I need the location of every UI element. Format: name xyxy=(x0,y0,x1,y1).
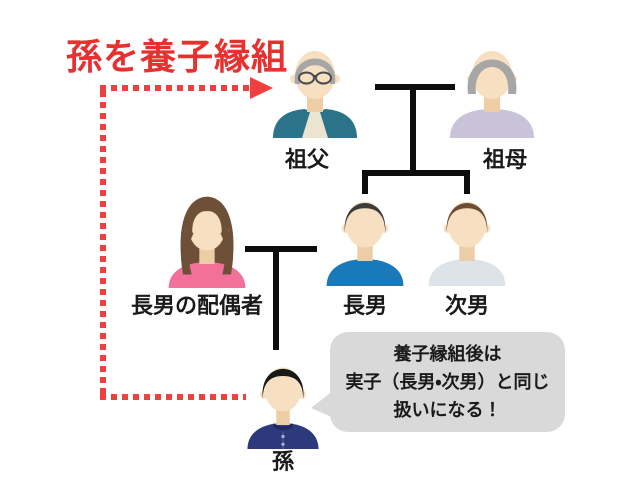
adoption-arrow-left-segment xyxy=(100,91,106,394)
adoption-arrow-bottom-segment xyxy=(100,394,246,400)
grandmother-avatar xyxy=(442,38,542,138)
grandfather-avatar xyxy=(265,38,365,138)
children-bracket-line xyxy=(362,170,470,176)
couple-marriage-line xyxy=(245,246,317,252)
speech-bubble: 養子縁組後は 実子（長男・次男）と同じ 扱いになる！ xyxy=(330,332,565,432)
spouse-avatar xyxy=(157,192,257,288)
speech-bubble-line-2: 実子（長男・次男）と同じ xyxy=(345,372,550,392)
speech-bubble-line-1: 養子縁組後は xyxy=(393,344,502,364)
second-son-label: 次男 xyxy=(444,293,489,318)
speech-bubble-tail xyxy=(311,390,334,418)
speech-bubble-line-3: 扱いになる！ xyxy=(393,400,502,420)
arrow-right-icon xyxy=(250,77,273,99)
bracket-drop-second xyxy=(464,170,470,194)
grandchild-label: 孫 xyxy=(271,449,294,474)
couple-descent-line xyxy=(273,246,279,350)
eldest-son-label: 長男 xyxy=(342,293,387,318)
spouse-label: 長男の配偶者 xyxy=(130,293,263,318)
grandfather-label: 祖父 xyxy=(284,147,329,172)
page-title: 孫を養子縁組 xyxy=(66,36,289,77)
grandmother-label: 祖母 xyxy=(482,147,527,172)
second-son-avatar xyxy=(417,190,517,286)
bracket-drop-eldest xyxy=(362,170,368,194)
grandchild-avatar xyxy=(235,352,331,450)
adoption-arrow-top-segment xyxy=(100,85,250,91)
eldest-son-avatar xyxy=(315,190,415,286)
grandparents-descent-line xyxy=(410,84,416,176)
